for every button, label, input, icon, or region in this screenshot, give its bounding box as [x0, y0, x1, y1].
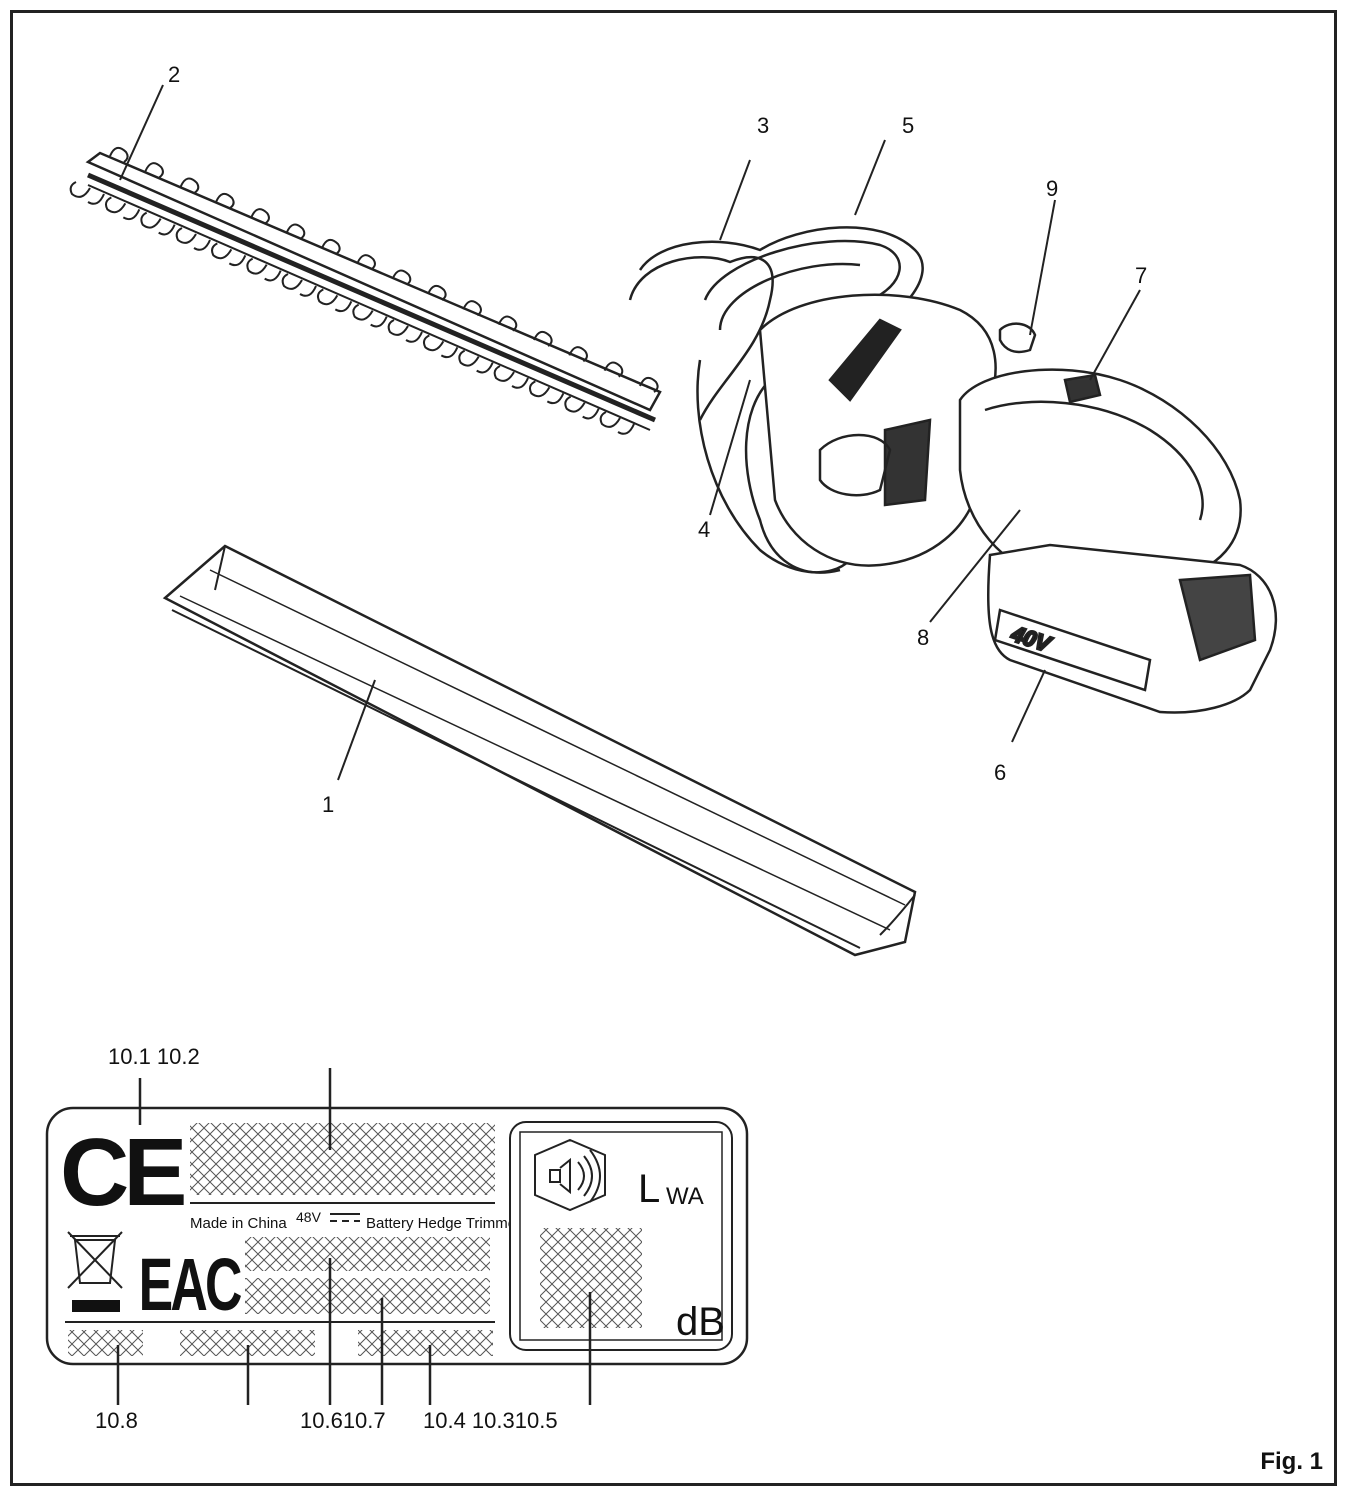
- callout-4: 4: [698, 517, 710, 542]
- hatched-field-top: [190, 1123, 495, 1195]
- blade-tooth-top: [109, 146, 129, 163]
- callout-9: 9: [1046, 176, 1058, 201]
- callout-3: 3: [757, 113, 769, 138]
- label-leaders: [116, 1068, 592, 1405]
- lwa-l: L: [638, 1167, 660, 1211]
- callout-1: 1: [322, 792, 334, 817]
- blade-tooth-bottom: [352, 303, 388, 328]
- product-name-text: Battery Hedge Trimmer: [366, 1215, 521, 1232]
- cutting-blade: [69, 146, 662, 435]
- blade-tooth-top: [285, 223, 306, 240]
- made-in-text: Made in China: [190, 1215, 287, 1232]
- blade-tooth-bottom: [211, 242, 247, 267]
- dc-symbol: [330, 1213, 360, 1222]
- label-callout-10-8: 10.8: [95, 1408, 138, 1433]
- callout-5: 5: [902, 113, 914, 138]
- hatched-field-bottom3: [358, 1330, 493, 1356]
- blade-tooth-bottom: [317, 288, 353, 313]
- blade-tooth-top: [568, 346, 588, 363]
- front-handle: [628, 226, 924, 574]
- blade-tooth-top: [391, 269, 412, 286]
- callout-leaders: [119, 84, 1141, 781]
- figure-label: Fig. 1: [1260, 1448, 1323, 1475]
- blade-tooth-top: [497, 315, 518, 332]
- db-unit: dB: [676, 1300, 725, 1344]
- blade-tooth-top: [427, 284, 447, 301]
- callout-numbers: 2 3 5 9 7 4 8 6 1: [168, 62, 1147, 817]
- blade-tooth-bottom: [493, 365, 529, 389]
- figure-frame: [10, 10, 1337, 1486]
- label-callout-10-4-10-3-10-5: 10.4 10.310.5: [423, 1408, 558, 1433]
- weee-bin-icon: [67, 1231, 123, 1312]
- blade-tooth-top: [603, 361, 624, 378]
- blade-guard: [162, 544, 917, 957]
- eac-mark: EAC: [139, 1243, 242, 1326]
- blade-tooth-bottom: [246, 257, 282, 282]
- hatched-field-mid1: [245, 1237, 490, 1271]
- label-callout-top: 10.1 10.2: [108, 1044, 200, 1069]
- sound-level-icon: [534, 1138, 606, 1212]
- label-callout-10-6-10-7: 10.610.7: [300, 1408, 386, 1433]
- blade-tooth-bottom: [140, 211, 176, 236]
- blade-tooth-bottom: [69, 181, 105, 205]
- blade-tooth-top: [321, 238, 341, 255]
- callout-8: 8: [917, 625, 929, 650]
- blade-tooth-top: [356, 254, 376, 271]
- rating-label: CE Made in China 48V Battery Hedge Trimm…: [45, 1068, 749, 1405]
- rear-handle: [958, 322, 1242, 582]
- blade-tooth-bottom: [458, 349, 494, 374]
- blade-tooth-bottom: [105, 196, 141, 221]
- callout-2: 2: [168, 62, 180, 87]
- blade-tooth-top: [144, 162, 164, 179]
- ce-mark: CE: [60, 1119, 190, 1226]
- hatched-field-bottom1: [68, 1330, 143, 1356]
- hatched-field-mid2: [245, 1278, 490, 1314]
- callout-6: 6: [994, 760, 1006, 785]
- voltage-text: 48V: [296, 1209, 322, 1225]
- blade-tooth-bottom: [599, 411, 635, 435]
- battery-pack: 40V: [986, 543, 1278, 714]
- blade-tooth-top: [215, 192, 235, 209]
- blade-tooth-bottom: [529, 380, 565, 405]
- blade-tooth-top: [533, 330, 553, 347]
- blade-tooth-bottom: [564, 395, 600, 420]
- blade-tooth-top: [462, 300, 482, 317]
- blade-tooth-top: [250, 208, 270, 225]
- lwa-sub: WA: [666, 1183, 704, 1210]
- svg-text:CE: CE: [60, 1119, 184, 1226]
- blade-tooth-top: [639, 376, 659, 393]
- blade-tooth-bottom: [175, 227, 211, 251]
- blade-tooth-top: [179, 177, 200, 194]
- blade-tooth-bottom: [387, 319, 423, 343]
- motor-housing: [758, 293, 997, 567]
- blade-tooth-bottom: [281, 273, 317, 297]
- callout-7: 7: [1135, 263, 1147, 288]
- blade-tooth-bottom: [423, 334, 459, 359]
